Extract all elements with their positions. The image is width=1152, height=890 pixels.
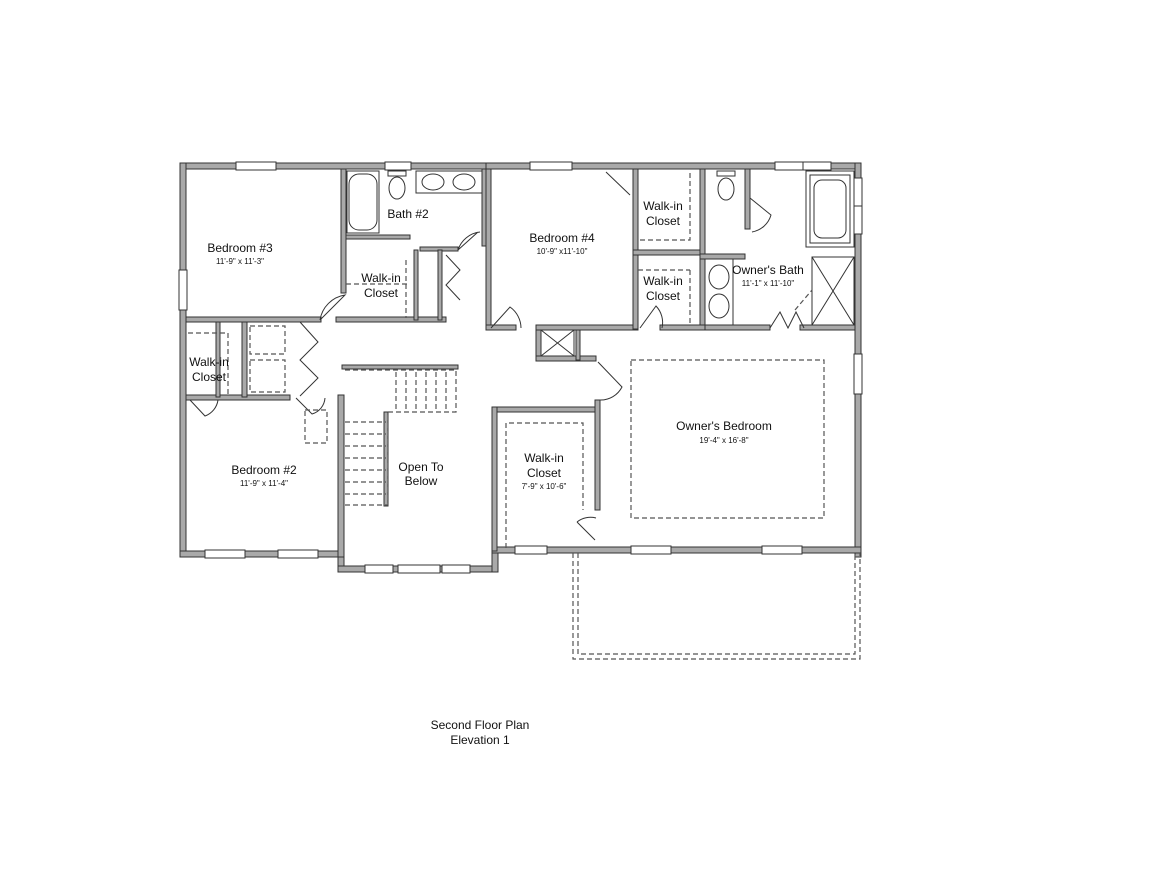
bath2-name: Bath #2	[387, 207, 429, 221]
open-to-below-line2: Below	[405, 474, 438, 488]
bedroom3-name: Bedroom #3	[207, 241, 273, 255]
closet-b2-line1: Walk-in	[189, 355, 229, 369]
plan-title: Second Floor Plan	[430, 718, 530, 732]
owners-closet-line1: Walk-in	[524, 451, 564, 465]
windows	[178, 161, 863, 574]
owners-bedroom-dims: 19'-4" x 16'-8"	[699, 436, 748, 445]
owners-closet-dims: 7'-9" x 10'-6"	[522, 482, 567, 491]
doors	[189, 171, 805, 541]
closet-b2-line2: Closet	[192, 370, 227, 384]
fixtures	[346, 170, 855, 357]
bedroom2-name: Bedroom #2	[231, 463, 297, 477]
dashed-elements	[188, 173, 861, 660]
bedroom4-name: Bedroom #4	[529, 231, 595, 245]
exterior-walls	[179, 162, 862, 573]
owners-bath-name: Owner's Bath	[732, 263, 804, 277]
owners-closet-line2: Closet	[527, 466, 562, 480]
closet-b4-upper-line1: Walk-in	[643, 199, 683, 213]
bedroom4-dims: 10'-9" x11'-10"	[537, 247, 588, 256]
bedroom3-dims: 11'-9" x 11'-3"	[216, 257, 264, 266]
plan-subtitle: Elevation 1	[450, 733, 510, 747]
open-to-below-line1: Open To	[398, 460, 443, 474]
closet-b4-lower-line1: Walk-in	[643, 274, 683, 288]
closet-b3-line1: Walk-in	[361, 271, 401, 285]
interior-walls	[185, 168, 856, 558]
closet-b4-lower-line2: Closet	[646, 289, 681, 303]
plan-caption: Second Floor Plan Elevation 1	[380, 718, 580, 748]
owners-bath-dims: 11'-1" x 11'-10"	[742, 279, 795, 288]
closet-b3-line2: Closet	[364, 286, 399, 300]
owners-bedroom-name: Owner's Bedroom	[676, 419, 772, 433]
closet-b4-upper-line2: Closet	[646, 214, 681, 228]
bedroom2-dims: 11'-9" x 11'-4"	[240, 479, 288, 488]
room-labels: Bedroom #3 11'-9" x 11'-3" Bath #2 Walk-…	[189, 199, 804, 491]
